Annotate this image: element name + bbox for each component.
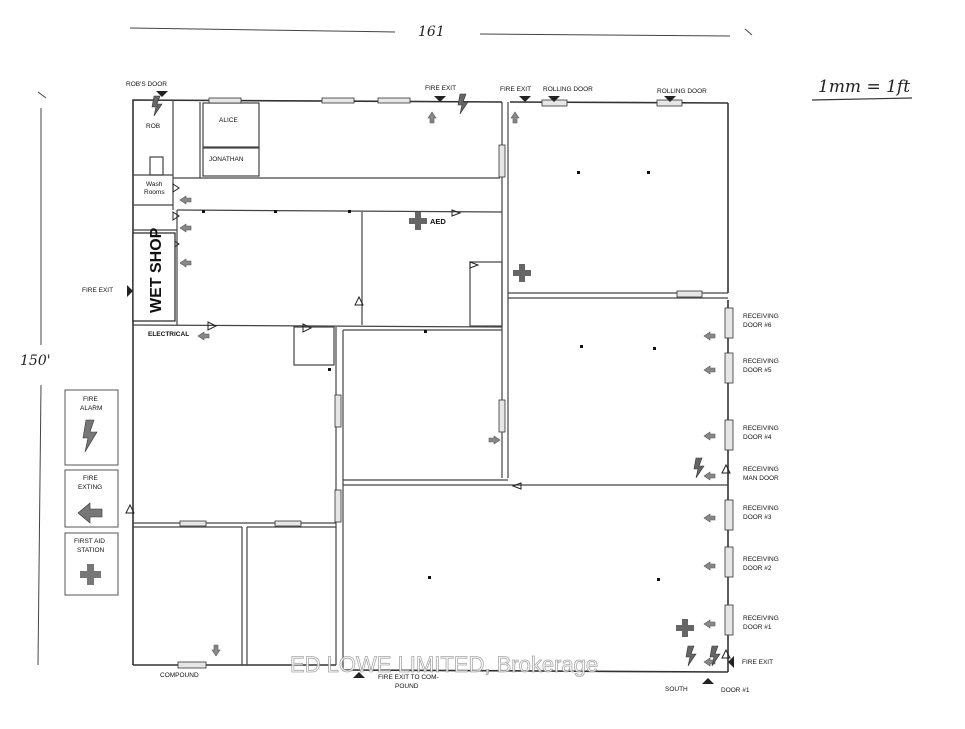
svg-text:RECEIVING: RECEIVING <box>743 505 779 512</box>
label-compound: COMPOUND <box>160 672 199 679</box>
label-south: SOUTH <box>665 686 688 693</box>
receiving-door-5: RECEIVING DOOR #5 <box>743 358 779 374</box>
room-washrooms-line1: Wash <box>146 181 163 188</box>
room-washrooms-line2: Rooms <box>144 189 165 196</box>
label-rolling-door-2: ROLLING DOOR <box>657 88 707 95</box>
label-fire-exit-right: FIRE EXIT <box>742 659 773 666</box>
svg-text:RECEIVING: RECEIVING <box>743 425 779 432</box>
svg-text:FIRE: FIRE <box>83 396 98 403</box>
svg-text:RECEIVING: RECEIVING <box>743 615 779 622</box>
svg-text:DOOR #2: DOOR #2 <box>743 565 772 572</box>
svg-text:DOOR #4: DOOR #4 <box>743 434 772 441</box>
receiving-door-3: RECEIVING DOOR #3 <box>743 505 779 521</box>
room-jonathan: JONATHAN <box>209 156 244 163</box>
room-electrical: ELECTRICAL <box>148 331 189 338</box>
svg-text:ALARM: ALARM <box>80 405 102 412</box>
room-wet-shop: WET SHOP <box>148 227 165 313</box>
svg-text:RECEIVING: RECEIVING <box>743 556 779 563</box>
svg-text:RECEIVING: RECEIVING <box>743 466 779 473</box>
receiving-door-4: RECEIVING DOOR #4 <box>743 425 779 441</box>
label-rolling-door-1: ROLLING DOOR <box>543 86 593 93</box>
label-fire-exit-top-2: FIRE EXIT <box>500 86 531 93</box>
svg-text:FIRE EXIT TO COM-: FIRE EXIT TO COM- <box>378 674 439 681</box>
room-robs: ROB <box>146 123 160 130</box>
legend-first-aid-station: FIRST AID STATION <box>64 532 119 596</box>
receiving-door-6: RECEIVING DOOR #6 <box>743 313 779 329</box>
svg-text:DOOR #5: DOOR #5 <box>743 367 772 374</box>
door-panels <box>177 97 734 669</box>
svg-text:STATION: STATION <box>77 547 105 554</box>
fire-alarm-legend-icon <box>82 419 98 453</box>
label-fire-exit-left: FIRE EXIT <box>82 287 113 294</box>
height-dimension-line: 150' <box>20 91 51 666</box>
svg-text:FIRST AID: FIRST AID <box>74 538 105 545</box>
svg-text:RECEIVING: RECEIVING <box>743 313 779 320</box>
fire-alarm-icons <box>151 93 721 667</box>
height-dimension-label: 150' <box>20 353 51 369</box>
svg-text:EXTING: EXTING <box>78 484 102 491</box>
svg-text:POUND: POUND <box>395 683 419 690</box>
svg-text:FIRE: FIRE <box>83 475 98 482</box>
scale-note: 1mm = 1ft <box>811 77 913 101</box>
first-aid-crosses <box>409 212 694 637</box>
exit-markers <box>127 91 734 684</box>
legend-fire-extinguisher: FIRE EXTING <box>64 469 119 528</box>
svg-text:MAN DOOR: MAN DOOR <box>743 475 779 482</box>
fire-extinguisher-arrow-icon <box>77 502 103 524</box>
label-robs-door: ROB'S DOOR <box>126 81 167 88</box>
width-dimension-line: 161 <box>129 24 753 40</box>
receiving-door-1: RECEIVING DOOR #1 <box>743 615 779 631</box>
receiving-man-door: RECEIVING MAN DOOR <box>743 466 779 482</box>
interior-walls <box>132 100 728 670</box>
watermark: ED LOWE LIMITED, Brokerage <box>290 652 598 677</box>
width-dimension-label: 161 <box>418 24 445 40</box>
scale-note-label: 1mm = 1ft <box>818 77 910 97</box>
label-fire-exit-compound: FIRE EXIT TO COM- POUND <box>378 674 439 690</box>
column-markers <box>202 171 660 581</box>
svg-text:DOOR #3: DOOR #3 <box>743 514 772 521</box>
svg-text:DOOR #6: DOOR #6 <box>743 322 772 329</box>
receiving-door-2: RECEIVING DOOR #2 <box>743 556 779 572</box>
exit-direction-arrows <box>179 111 716 667</box>
svg-text:RECEIVING: RECEIVING <box>743 358 779 365</box>
label-door-1: DOOR #1 <box>721 687 750 694</box>
svg-text:DOOR #1: DOOR #1 <box>743 624 772 631</box>
room-alice: ALICE <box>219 117 238 124</box>
outer-walls <box>132 99 729 673</box>
room-aed: AED <box>430 217 446 226</box>
label-fire-exit-top-1: FIRE EXIT <box>425 85 456 92</box>
first-aid-legend-icon <box>80 564 101 585</box>
legend-fire-alarm: FIRE ALARM <box>64 389 119 466</box>
door-swings <box>125 183 731 659</box>
